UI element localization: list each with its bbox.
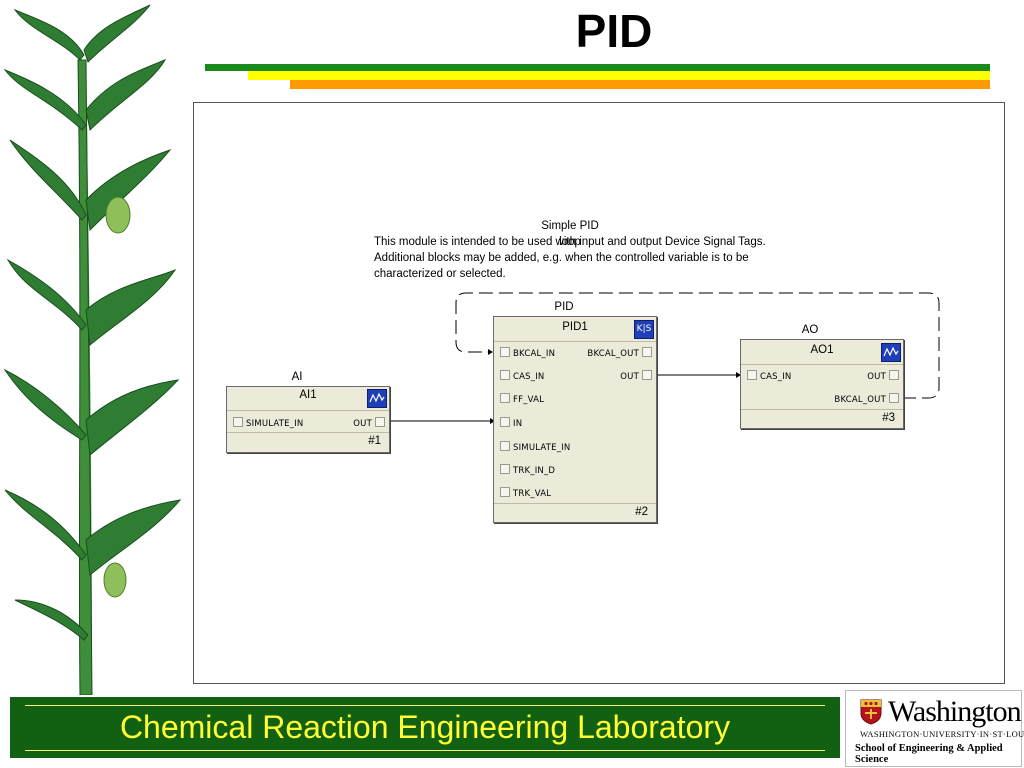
ai-pin-out[interactable]: OUT bbox=[353, 417, 385, 429]
diagram-note-title: Simple PID loop bbox=[541, 220, 599, 248]
kp-icon: K|S bbox=[634, 320, 654, 339]
footer-banner: Chemical Reaction Engineering Laboratory bbox=[10, 697, 840, 758]
pid-block[interactable]: PID1 K|S BKCAL_IN BKCAL_OUT CAS_IN OUT F… bbox=[493, 316, 657, 523]
diagram-note-body: This module is intended to be used with … bbox=[374, 236, 766, 280]
pid-pin-trk-in-d[interactable]: TRK_IN_D bbox=[500, 464, 555, 476]
pid-pin-simulate-in[interactable]: SIMULATE_IN bbox=[500, 441, 570, 453]
pid-pin-ff-val[interactable]: FF_VAL bbox=[500, 393, 544, 405]
waveform-icon bbox=[881, 343, 901, 362]
ai-block-name: AI1 bbox=[299, 389, 317, 401]
ao-block-number: #3 bbox=[882, 412, 895, 424]
waveform-icon bbox=[367, 389, 387, 408]
ai-block-number: #1 bbox=[368, 435, 381, 447]
university-logo: Washington WASHINGTON·UNIVERSITY·IN·ST·L… bbox=[845, 690, 1024, 767]
ao-pin-bkcal-out[interactable]: BKCAL_OUT bbox=[834, 393, 899, 405]
ao-block-type-label: AO bbox=[801, 324, 819, 336]
pid-pin-bkcal-out[interactable]: BKCAL_OUT bbox=[587, 347, 652, 359]
title-stripe-green bbox=[205, 64, 990, 71]
ai-pin-simulate-in[interactable]: SIMULATE_IN bbox=[233, 417, 303, 429]
pid-pin-bkcal-in[interactable]: BKCAL_IN bbox=[500, 347, 555, 359]
pid-block-type-label: PID bbox=[554, 301, 574, 313]
pid-block-name: PID1 bbox=[562, 321, 588, 333]
ai-block-type-label: AI bbox=[291, 371, 303, 383]
slide-title: PID bbox=[575, 5, 653, 57]
pid-block-number: #2 bbox=[635, 506, 648, 518]
corn-stalk-illustration bbox=[3, 4, 182, 695]
pid-pin-trk-val[interactable]: TRK_VAL bbox=[500, 487, 551, 499]
pid-pin-in[interactable]: IN bbox=[500, 417, 522, 429]
title-stripe-yellow bbox=[248, 71, 990, 80]
pid-pin-out[interactable]: OUT bbox=[620, 370, 652, 382]
footer-title: Chemical Reaction Engineering Laboratory bbox=[119, 709, 731, 745]
ao-pin-cas-in[interactable]: CAS_IN bbox=[747, 370, 791, 382]
shield-icon bbox=[860, 699, 882, 725]
logo-name: Washington bbox=[888, 695, 1022, 728]
logo-school: School of Engineering & Applied Science bbox=[855, 743, 1003, 765]
ai-block[interactable]: AI1 SIMULATE_IN OUT #1 bbox=[226, 386, 390, 453]
ao-pin-out[interactable]: OUT bbox=[867, 370, 899, 382]
logo-subtitle: WASHINGTON·UNIVERSITY·IN·ST·LOUIS bbox=[860, 729, 1024, 739]
pid-pin-cas-in[interactable]: CAS_IN bbox=[500, 370, 544, 382]
ao-block-name: AO1 bbox=[810, 344, 834, 356]
ao-block[interactable]: AO1 CAS_IN OUT BKCAL_OUT #3 bbox=[740, 339, 904, 429]
title-stripe-orange bbox=[290, 80, 990, 89]
